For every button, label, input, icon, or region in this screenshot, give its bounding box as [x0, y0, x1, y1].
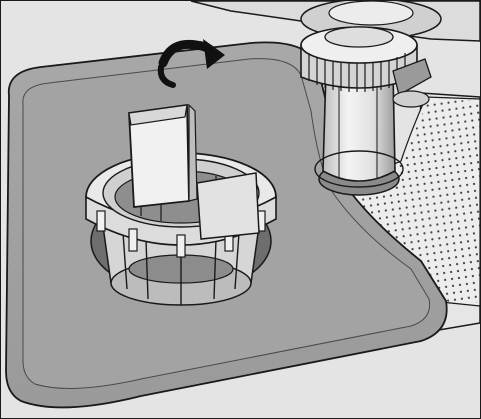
filter-handle	[128, 103, 260, 240]
drain-opening	[392, 90, 430, 108]
coarse-filter-basket	[102, 225, 260, 306]
clockwise-arrow-icon	[157, 39, 225, 88]
filter-column	[300, 26, 432, 196]
